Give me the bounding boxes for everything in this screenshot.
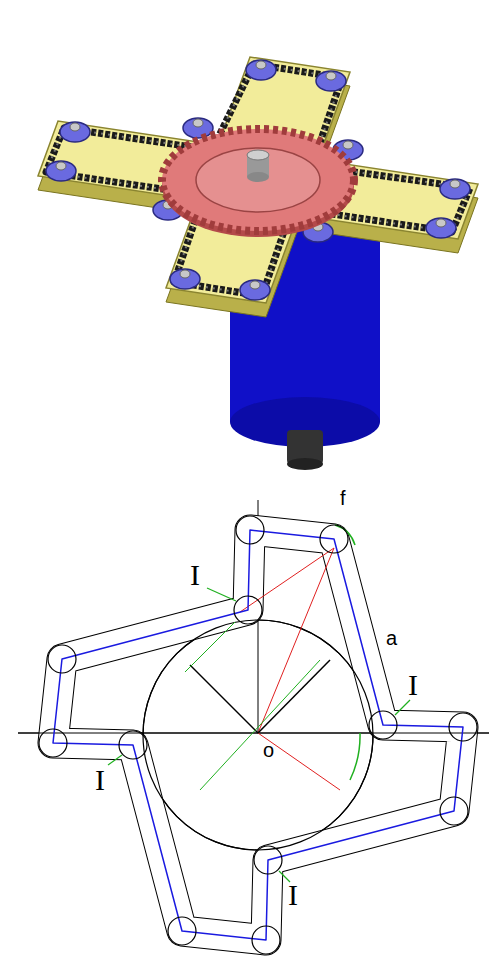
angle-arc: [335, 525, 355, 545]
construction-line: [258, 733, 340, 790]
radius-line: [190, 665, 258, 733]
chain-path: [53, 530, 463, 940]
cross-plate: [38, 57, 478, 303]
shaft-base: [247, 172, 269, 182]
callout-label: o: [263, 740, 274, 760]
schematic: [18, 500, 489, 954]
dimension-line: [200, 660, 320, 790]
chain-links: [46, 64, 470, 296]
chain-outline: [53, 530, 463, 940]
gear-circle: [143, 620, 373, 850]
chain: [46, 64, 470, 296]
construction-line: [240, 548, 334, 612]
radius-line: [258, 660, 330, 733]
shaft-top: [247, 150, 269, 160]
gear: [162, 129, 354, 231]
gear-circle: [143, 620, 373, 850]
sprockets: [46, 60, 470, 300]
callout-label: I: [408, 670, 418, 700]
callout-label: I: [95, 765, 105, 795]
callout-label: I: [190, 560, 200, 590]
construction-line: [258, 548, 334, 733]
sprocket-hubs: [56, 61, 460, 289]
callout-label: f: [340, 488, 346, 508]
angle-arc: [350, 733, 360, 780]
dimension-line: [185, 622, 235, 672]
callout-label: I: [288, 880, 298, 910]
leader-lines: [108, 588, 410, 882]
sprocket-circles: [39, 516, 477, 954]
motor-knob-end: [287, 458, 323, 470]
chain-outline-inner: [53, 530, 463, 940]
render: [38, 57, 478, 470]
gear-hub: [196, 148, 320, 212]
callout-label: a: [386, 628, 397, 648]
